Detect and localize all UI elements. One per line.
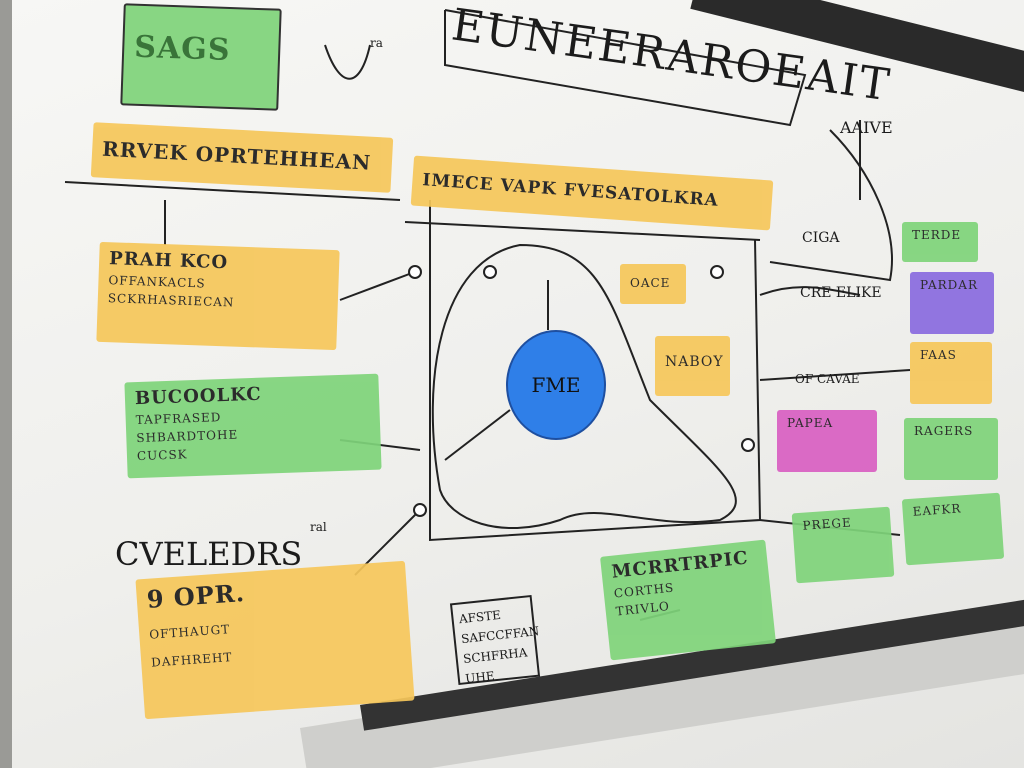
note-top-green: SAGS: [120, 3, 282, 111]
note-text: FAAS: [920, 348, 957, 362]
center-circle-label: FME: [531, 373, 581, 397]
note-text: TERDE: [912, 228, 962, 242]
wall: [0, 0, 12, 768]
note-text: PREGE: [802, 515, 853, 533]
center-note-1: OACE: [620, 264, 686, 304]
note-text: NABOY: [665, 354, 724, 370]
center-circle: FME: [506, 330, 606, 440]
note-text: PARDAR: [920, 278, 978, 292]
right-note: TERDE: [902, 222, 978, 262]
note-line: DAFHREHT: [150, 650, 233, 670]
note-green-left: BUCOOLKC TAPFRASED SHBARDTOHE CUCSK: [124, 373, 382, 479]
right-note: PREGE: [791, 506, 895, 584]
note-text: PAPEA: [787, 416, 834, 430]
note-yellow-bottom: 9 OPR. OFTHAUGT DAFHREHT: [135, 560, 415, 720]
right-note: EAFKR: [901, 492, 1005, 566]
note-yellow-left: PRAH KCO OFFANKACLS SCKRHASRIECAN: [96, 241, 340, 351]
cycle-small-label: ral: [310, 520, 327, 534]
right-note: PAPEA: [777, 410, 877, 472]
cycle-label: CVELEDRS: [115, 535, 303, 573]
right-note: RAGERS: [904, 418, 998, 480]
small-label: ra: [370, 36, 383, 50]
note-text: IMECE VAPK FVESATOLKRA: [421, 170, 720, 211]
note-text: EAFKR: [912, 501, 962, 519]
right-label: OF CAVAE: [795, 372, 860, 386]
top-right-label: AAIVE: [840, 118, 893, 137]
note-line: CUCSK: [136, 447, 188, 464]
note-text: OACE: [630, 276, 671, 290]
note-title: PRAH KCO: [108, 248, 229, 274]
note-line: OFTHAUGT: [148, 622, 231, 642]
right-label: CIGA: [802, 230, 840, 246]
note-title: BUCOOLKC: [134, 383, 263, 410]
note-text: RRVEK OPRTEHHEAN: [101, 136, 372, 175]
right-label: CRE ELIKE: [800, 285, 882, 301]
right-note: PARDAR: [910, 272, 994, 334]
note-line: SCKRHASRIECAN: [107, 291, 235, 310]
note-text: SAGS: [133, 29, 232, 69]
note-green-bottom-mid: MCRRTRPIC CORTHS TRIVLO: [600, 539, 776, 661]
note-text: RAGERS: [914, 424, 974, 438]
sketch-list: AFSTE SAFCCFFAN SCHFRHA UHE: [458, 601, 544, 689]
right-note: FAAS: [910, 342, 992, 404]
center-note-2: NABOY: [655, 336, 730, 396]
